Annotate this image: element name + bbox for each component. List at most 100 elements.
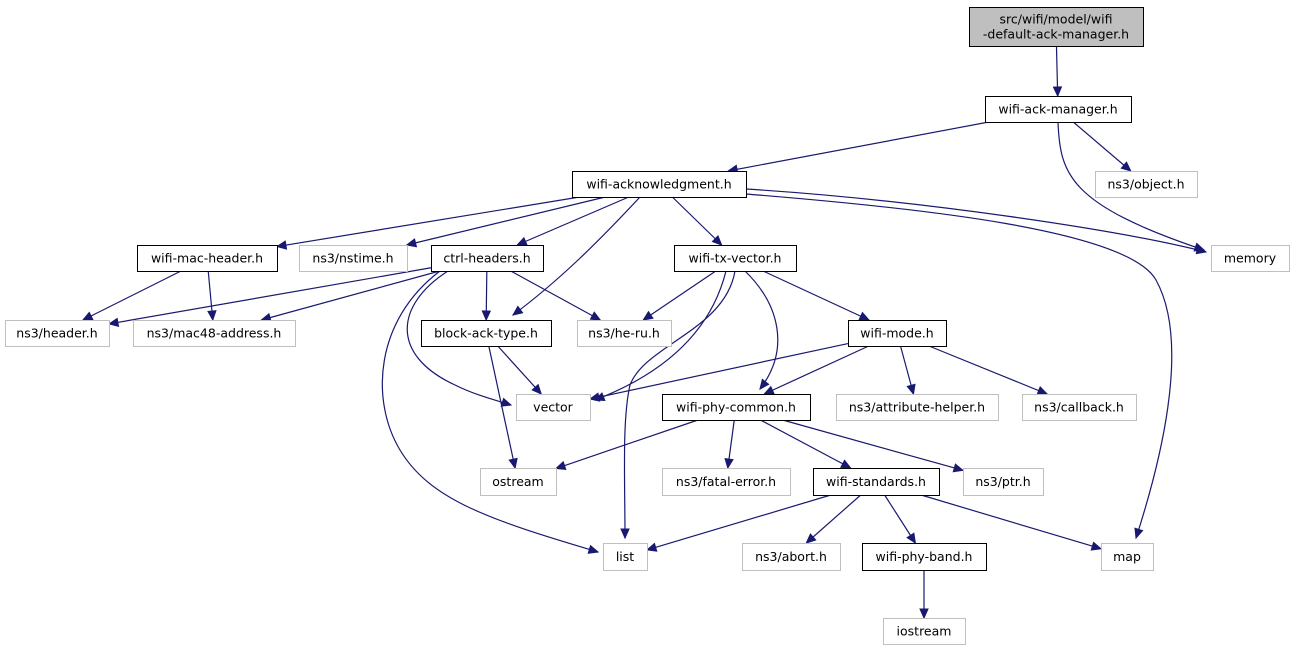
- edge-phy-common-to-ostream: [555, 419, 699, 470]
- node-abort-box: [742, 543, 841, 571]
- edge-standards-to-abort-arrowhead: [805, 533, 817, 544]
- edge-acknowledgment-to-block-ack-type: [512, 196, 641, 316]
- node-acknowledgment-box: [572, 171, 747, 198]
- node-callback: ns3/callback.h: [1022, 394, 1137, 421]
- edge-phy-common-to-fatal-error-arrowhead: [724, 457, 734, 470]
- node-ack-manager[interactable]: wifi-ack-manager.h: [985, 96, 1132, 123]
- edge-block-ack-type-to-vector: [497, 345, 542, 395]
- edge-mac-header-to-header-arrowhead: [81, 311, 94, 321]
- node-memory-label: memory: [1224, 251, 1277, 266]
- node-root-label: src/wifi/model/wifi: [1000, 12, 1113, 27]
- node-mac48-label: ns3/mac48-address.h: [147, 326, 282, 341]
- edge-tx-vector-to-list-arrowhead: [620, 528, 630, 540]
- edge-wifi-mode-to-phy-common: [764, 345, 869, 395]
- node-mac48: ns3/mac48-address.h: [133, 320, 296, 347]
- node-header-label: ns3/header.h: [16, 326, 97, 341]
- edge-block-ack-type-to-vector-arrowhead: [531, 383, 543, 395]
- edge-ack-manager-to-memory: [1057, 121, 1205, 251]
- edge-wifi-mode-to-phy-common-arrowhead: [763, 385, 775, 395]
- node-ostream-box: [480, 468, 557, 496]
- node-root[interactable]: src/wifi/model/wifi-default-ack-manager.…: [969, 7, 1144, 47]
- node-header-box: [5, 320, 110, 347]
- edge-tx-vector-to-phy-common-arrowhead: [759, 378, 770, 390]
- edge-ctrl-headers-to-list: [381, 270, 599, 553]
- edge-wifi-mode-to-callback: [928, 345, 1048, 395]
- node-layer: src/wifi/model/wifi-default-ack-manager.…: [5, 7, 1290, 645]
- edge-phy-common-to-ptr-arrowhead: [952, 463, 965, 473]
- edge-tx-vector-to-he-ru: [642, 270, 717, 321]
- node-memory-box: [1211, 245, 1290, 272]
- node-vector-label: vector: [533, 400, 574, 415]
- node-acknowledgment[interactable]: wifi-acknowledgment.h: [572, 171, 747, 198]
- node-iostream-box: [883, 618, 966, 645]
- edge-wifi-mode-to-vector-arrowhead: [588, 392, 601, 402]
- node-abort-label: ns3/abort.h: [755, 549, 827, 564]
- edge-phy-common-to-ostream-arrowhead: [554, 460, 567, 470]
- node-attribute-helper-box: [836, 394, 999, 421]
- node-mac-header[interactable]: wifi-mac-header.h: [137, 245, 278, 272]
- node-ctrl-headers[interactable]: ctrl-headers.h: [431, 245, 544, 272]
- node-ptr: ns3/ptr.h: [963, 468, 1044, 496]
- edge-ack-manager-to-object: [1072, 121, 1132, 172]
- node-tx-vector[interactable]: wifi-tx-vector.h: [674, 245, 797, 272]
- node-he-ru-box: [577, 320, 672, 347]
- node-fatal-error: ns3/fatal-error.h: [662, 468, 791, 496]
- edge-layer: [81, 45, 1208, 620]
- edge-standards-to-list-arrowhead: [645, 542, 658, 552]
- node-standards[interactable]: wifi-standards.h: [813, 468, 940, 496]
- edge-acknowledgment-to-tx-vector-arrowhead: [711, 234, 723, 246]
- edge-mac-header-to-header: [82, 270, 182, 321]
- node-abort: ns3/abort.h: [742, 543, 841, 571]
- node-vector: vector: [516, 394, 591, 421]
- node-list-box: [603, 543, 648, 571]
- node-standards-label: wifi-standards.h: [826, 474, 926, 489]
- node-header: ns3/header.h: [5, 320, 110, 347]
- node-he-ru: ns3/he-ru.h: [577, 320, 672, 347]
- node-wifi-mode[interactable]: wifi-mode.h: [848, 320, 947, 347]
- node-ostream: ostream: [480, 468, 557, 496]
- node-iostream: iostream: [883, 618, 966, 645]
- edge-block-ack-type-to-ostream: [488, 345, 516, 469]
- edge-tx-vector-to-phy-common: [744, 270, 779, 390]
- edge-ctrl-headers-to-he-ru-arrowhead: [589, 311, 602, 321]
- edge-ctrl-headers-to-block-ack-type-arrowhead: [481, 310, 492, 322]
- node-map: map: [1101, 543, 1154, 571]
- edge-ctrl-headers-to-he-ru: [510, 270, 601, 321]
- node-phy-band[interactable]: wifi-phy-band.h: [862, 543, 987, 571]
- node-iostream-label: iostream: [897, 624, 952, 639]
- edge-wifi-mode-to-attribute-helper-arrowhead: [906, 383, 916, 396]
- node-ptr-label: ns3/ptr.h: [975, 474, 1030, 489]
- node-fatal-error-box: [662, 468, 791, 496]
- node-ptr-box: [963, 468, 1044, 496]
- node-ostream-label: ostream: [492, 474, 543, 489]
- edge-standards-to-phy-band-arrowhead: [906, 532, 917, 545]
- edge-acknowledgment-to-mac-header: [276, 196, 580, 248]
- edge-wifi-mode-to-vector: [589, 342, 849, 400]
- node-object: ns3/object.h: [1095, 171, 1198, 198]
- node-vector-box: [516, 394, 591, 421]
- node-block-ack-type-label: block-ack-type.h: [434, 326, 538, 341]
- node-list: list: [603, 543, 648, 571]
- edge-acknowledgment-to-nstime: [406, 196, 606, 246]
- edge-phy-common-to-standards: [760, 419, 851, 469]
- edge-ack-manager-to-object-arrowhead: [1120, 161, 1132, 172]
- edge-block-ack-type-to-ostream-arrowhead: [508, 457, 518, 470]
- edge-tx-vector-to-vector: [594, 270, 727, 401]
- edge-acknowledgment-to-ctrl-headers: [516, 196, 630, 246]
- edge-standards-to-map-arrowhead: [1090, 541, 1103, 551]
- node-root-box: [969, 7, 1144, 47]
- node-he-ru-label: ns3/he-ru.h: [588, 326, 660, 341]
- node-fatal-error-label: ns3/fatal-error.h: [676, 474, 776, 489]
- node-phy-common-label: wifi-phy-common.h: [676, 400, 796, 415]
- node-block-ack-type[interactable]: block-ack-type.h: [421, 320, 552, 347]
- edge-acknowledgment-to-memory: [745, 188, 1207, 253]
- edge-acknowledgment-to-mac-header-arrowhead: [275, 240, 288, 250]
- node-phy-band-label: wifi-phy-band.h: [876, 549, 973, 564]
- edge-acknowledgment-to-nstime-arrowhead: [405, 238, 418, 248]
- edge-ctrl-headers-to-header: [108, 267, 432, 325]
- node-phy-band-box: [862, 543, 987, 571]
- node-phy-common[interactable]: wifi-phy-common.h: [662, 394, 811, 421]
- node-memory: memory: [1211, 245, 1290, 272]
- node-mac-header-box: [137, 245, 278, 272]
- node-mac-header-label: wifi-mac-header.h: [151, 251, 263, 266]
